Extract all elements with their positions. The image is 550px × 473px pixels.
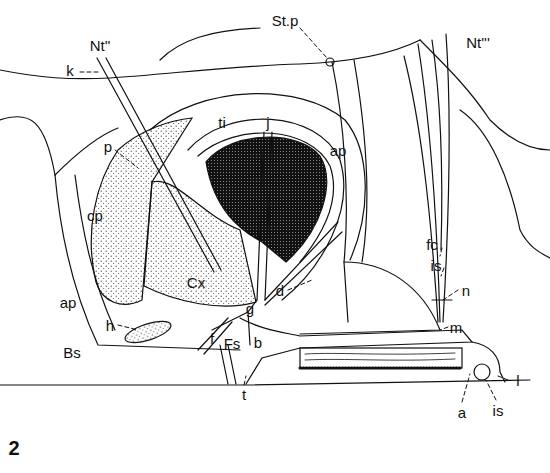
part-label: b	[254, 335, 262, 350]
part-label: n	[462, 283, 470, 298]
muscle	[432, 299, 452, 300]
sclerite-bar	[257, 132, 264, 300]
part-label: a	[458, 405, 466, 420]
part-label: p	[104, 139, 112, 154]
part-label: j	[266, 115, 269, 130]
part-label: ti	[218, 115, 226, 130]
junction	[212, 222, 342, 345]
part-label: cp	[87, 208, 103, 223]
body-contour	[0, 380, 530, 385]
part-label: l	[516, 373, 519, 388]
body-contour	[0, 117, 55, 175]
part-label: is	[431, 258, 442, 273]
part-label: m	[450, 320, 463, 335]
part-label: St.p	[272, 13, 299, 28]
body-contour	[460, 110, 550, 258]
coxal-cavity	[206, 137, 327, 262]
part-label: fc	[426, 237, 438, 252]
muscle	[432, 40, 442, 250]
part-label: f	[210, 331, 214, 346]
part-label: is	[493, 403, 504, 418]
part-label: Nt'''	[466, 35, 490, 50]
tendon	[106, 58, 221, 270]
part-label: Nt''	[90, 38, 111, 53]
muscle	[418, 44, 440, 322]
body-contour	[420, 40, 550, 150]
muscle	[404, 56, 438, 322]
part-label: Fs	[224, 336, 241, 351]
apodeme	[354, 60, 367, 262]
intersegmental-sclerite	[474, 364, 490, 380]
hatched-strip	[305, 353, 455, 360]
furcal-structure	[198, 318, 236, 384]
pleural-plate	[300, 262, 440, 334]
basisternum	[240, 318, 472, 384]
hatched-strip	[300, 348, 462, 368]
part-label: d	[276, 283, 284, 298]
part-label: g	[246, 301, 254, 316]
apodeme	[332, 62, 348, 322]
part-label: k	[66, 63, 74, 78]
sclerite-edge	[472, 342, 505, 382]
spiracle	[326, 58, 334, 66]
muscle	[443, 34, 449, 322]
part-label: ap	[330, 143, 347, 158]
part-label: Cx	[187, 275, 205, 290]
leader-lines	[80, 28, 508, 402]
part-label: ap	[60, 295, 77, 310]
body-contour	[0, 40, 420, 79]
sclerite-bar	[265, 132, 272, 300]
tendon	[97, 58, 214, 272]
comb-edge	[300, 367, 462, 370]
part-label: h	[106, 318, 114, 333]
figure-number: 2	[8, 438, 19, 458]
part-label: t	[242, 387, 246, 402]
small-sclerite	[123, 317, 174, 347]
body-contour	[160, 28, 260, 60]
part-label: Bs	[63, 345, 81, 360]
